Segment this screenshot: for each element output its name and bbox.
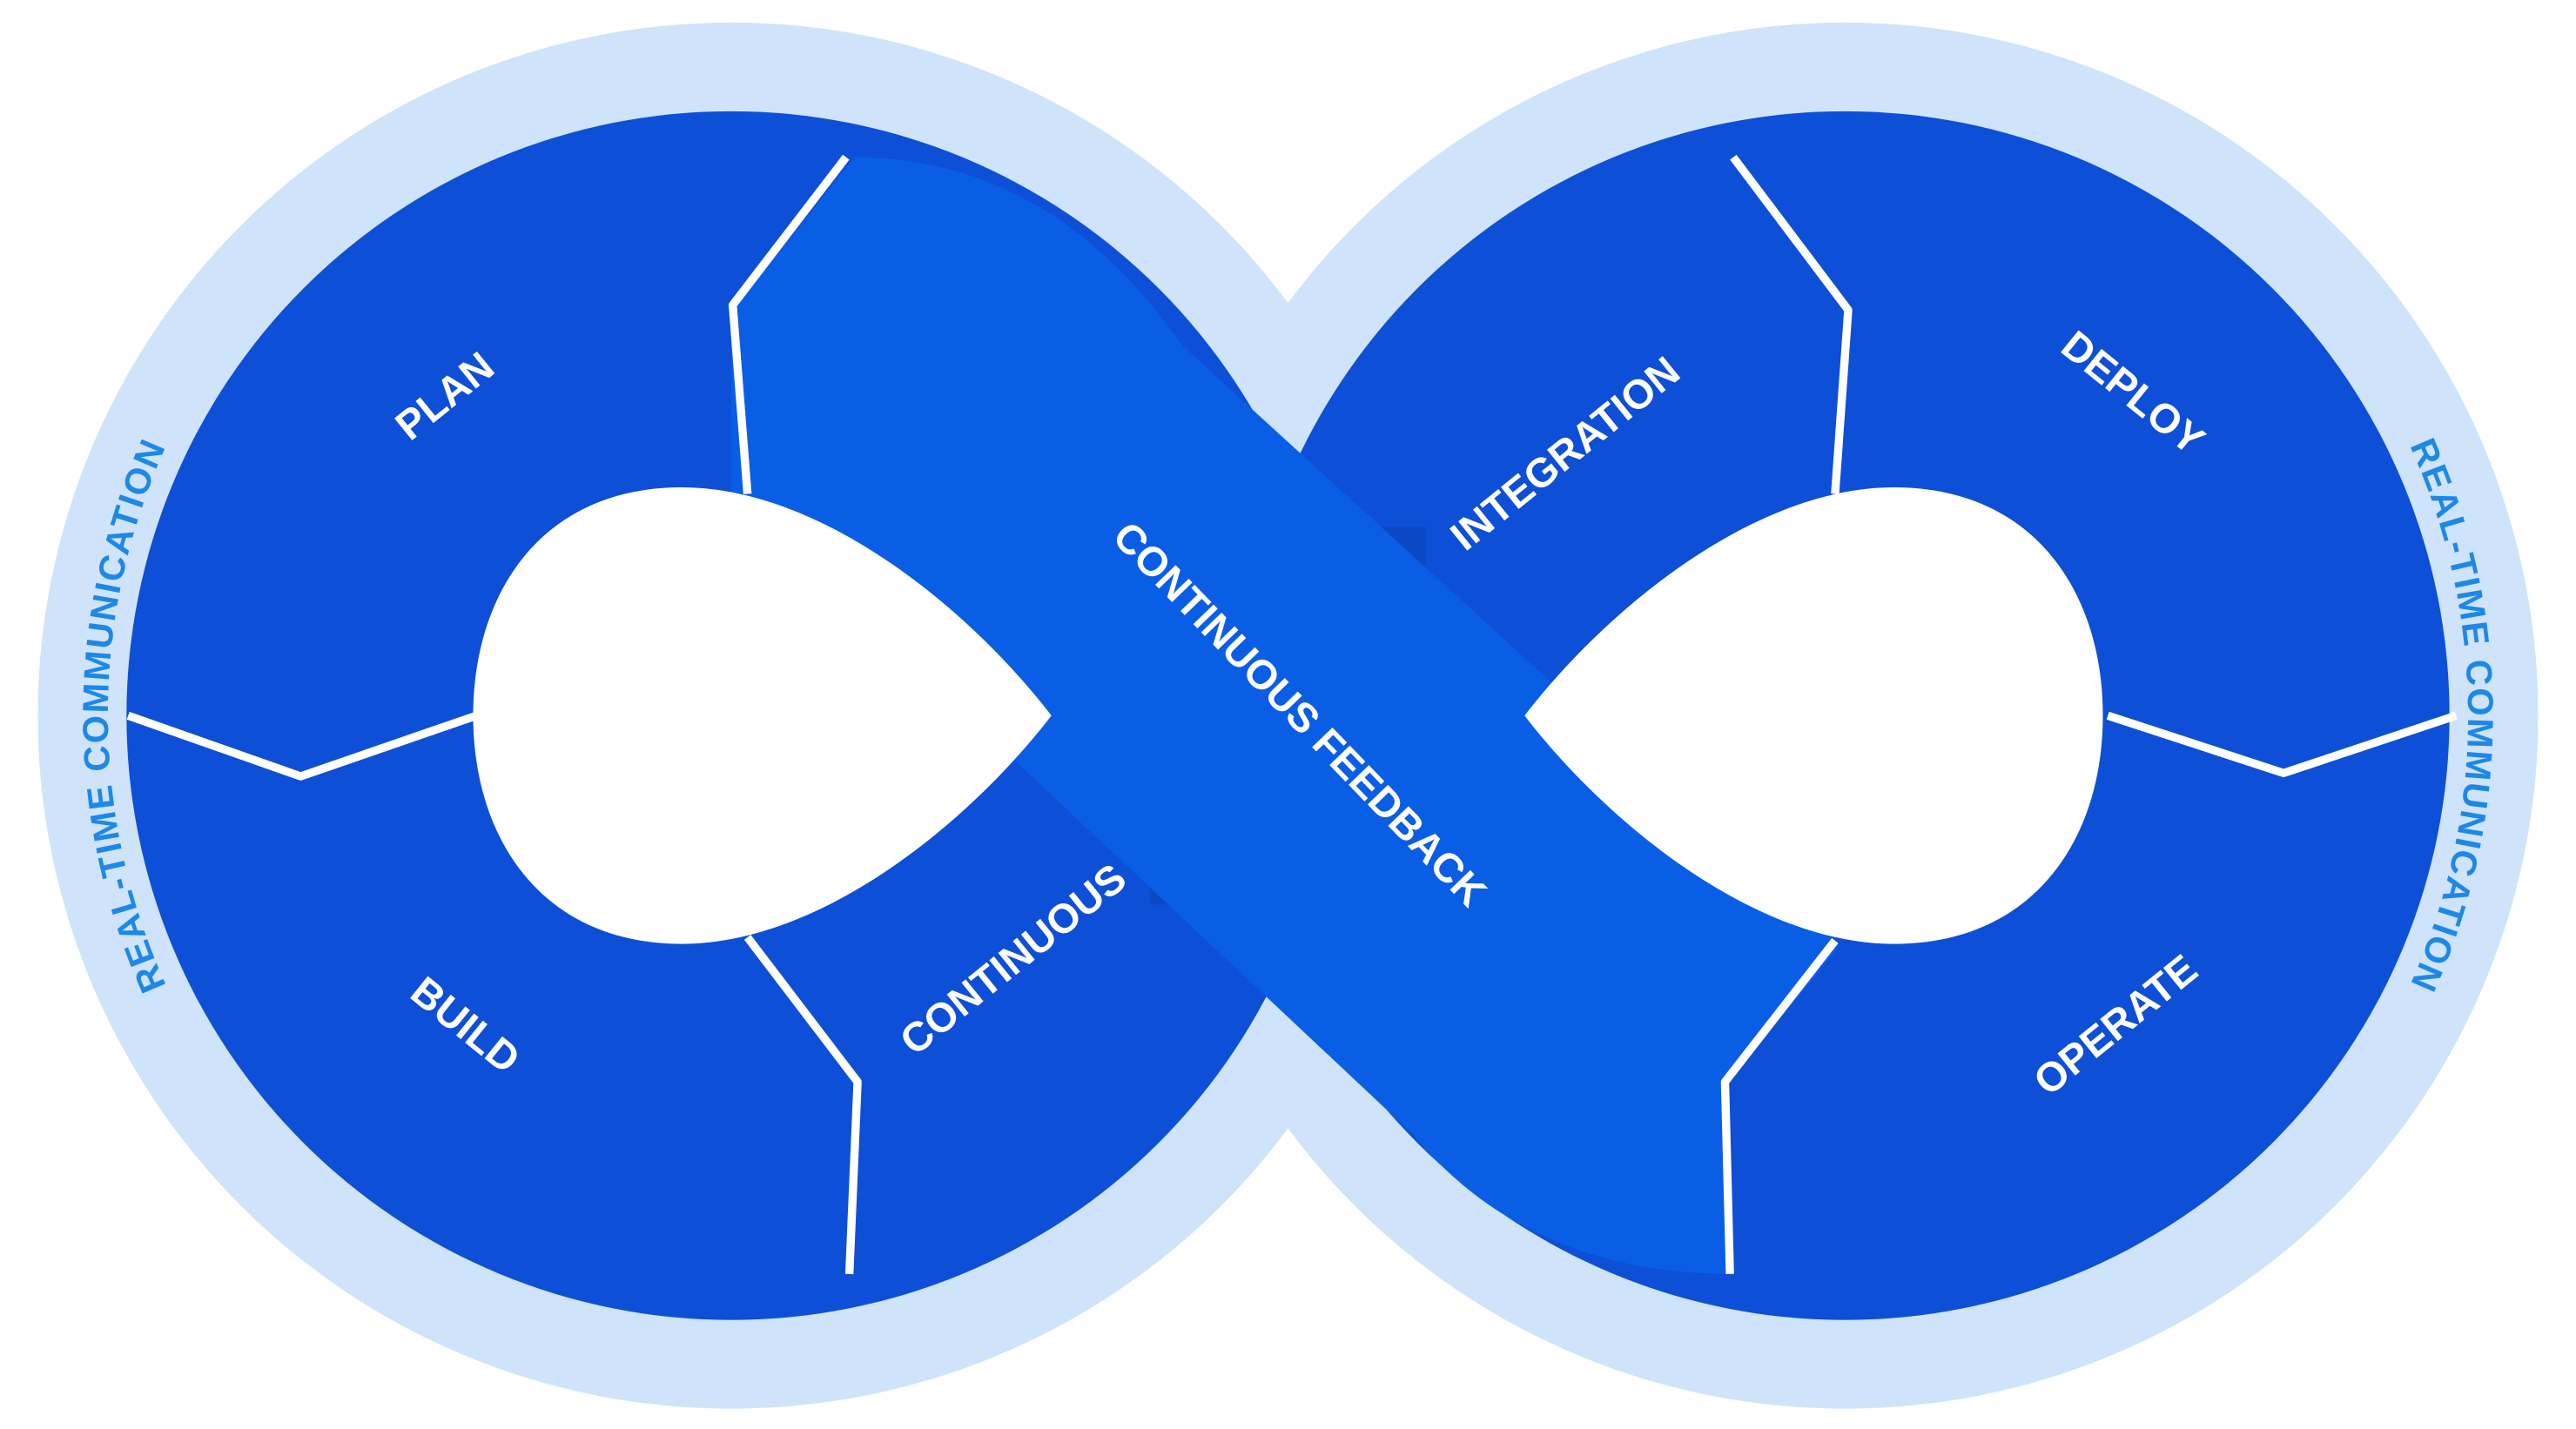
continuous-feedback-band <box>730 157 1840 1274</box>
loop-holes <box>473 486 2103 944</box>
segment-dividers <box>126 154 2458 1275</box>
